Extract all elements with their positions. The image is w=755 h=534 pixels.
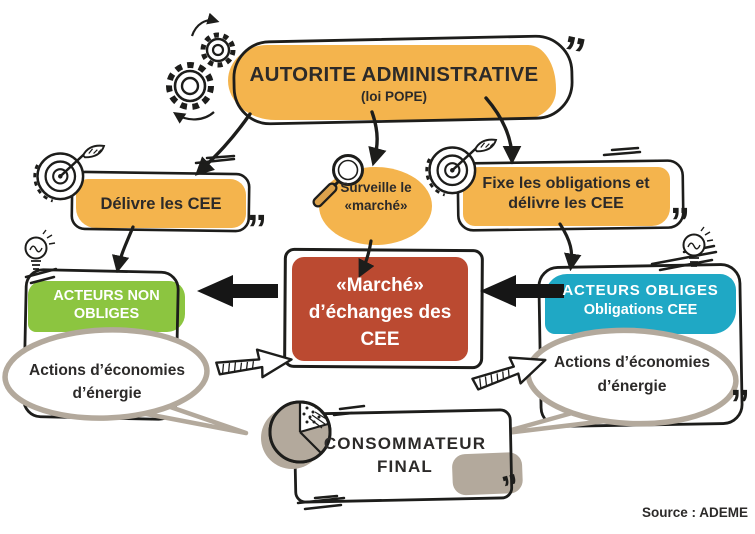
non-obliges-line2: OBLIGES	[73, 306, 140, 322]
arrow-fixe-to-obliges	[558, 222, 582, 272]
authority-subtitle: (loi POPE)	[360, 89, 427, 104]
delivre-label: Délivre les CEE	[100, 195, 222, 213]
marche-line1: «Marché»	[336, 275, 424, 296]
fixe-line1: Fixe les obligations et	[482, 175, 650, 192]
bubble-left-line2: d’énergie	[72, 385, 142, 402]
arrow-delivre-to-non-obliges	[111, 225, 135, 274]
bubble-right-line1: Actions d’économies	[554, 354, 710, 371]
bubble-left-line1: Actions d’économies	[29, 362, 185, 379]
consumer-box	[292, 408, 523, 504]
quote-delivre: „	[247, 185, 267, 229]
consumer-line1: CONSOMMATEUR	[323, 434, 487, 453]
obliges-line1: ACTEURS OBLIGES	[562, 282, 719, 299]
light-bulb-icon-left	[24, 229, 56, 270]
authority-title: AUTORITE ADMINISTRATIVE	[249, 63, 539, 86]
surveille-line2: «marché»	[344, 198, 408, 213]
consumer-line2: FINAL	[376, 457, 434, 476]
gears-icon	[166, 12, 236, 124]
light-bulb-icon-right	[682, 226, 714, 267]
thick-arrow-marche-to-non-obliges	[197, 275, 278, 307]
obliges-line2: Obligations CEE	[583, 302, 698, 318]
arrow-authority-to-delivre	[194, 112, 252, 176]
quote-authority: ”	[556, 25, 591, 81]
speech-bubble-left	[2, 327, 249, 436]
quote-obliges: „	[730, 360, 750, 404]
surveille-line1: Surveille le	[340, 180, 412, 195]
source-label: Source : ADEME	[641, 505, 748, 520]
bubble-right-line2: d’énergie	[597, 378, 667, 395]
fixe-line2: délivre les CEE	[508, 195, 624, 212]
quote-consumer: „	[493, 448, 520, 490]
sketch-arrow-left-to-marche	[214, 344, 295, 384]
quote-fixe: „	[670, 178, 690, 222]
non-obliges-line1: ACTEURS NON	[53, 288, 160, 304]
marche-line2: d’échanges des	[308, 302, 452, 323]
marche-line3: CEE	[360, 329, 400, 350]
